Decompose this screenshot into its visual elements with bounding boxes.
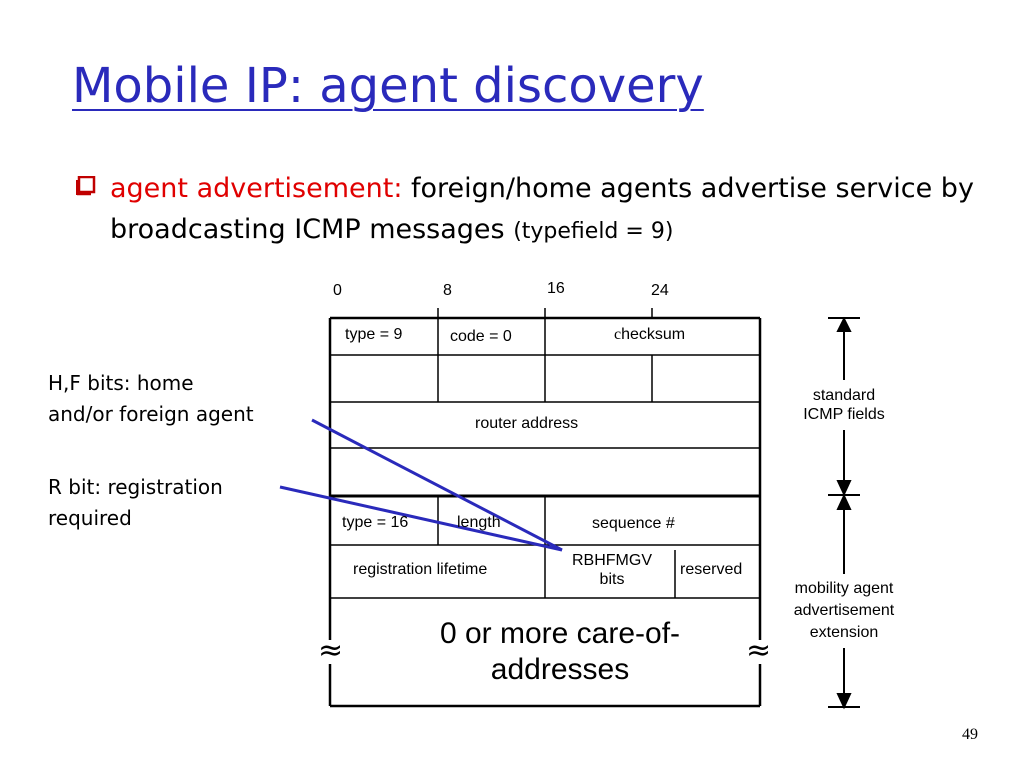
standard-icmp-label: standard ICMP fields [774, 386, 914, 424]
hf-line-1: H,F bits: home [48, 371, 194, 395]
r-bit-annotation: R bit: registration required [48, 472, 223, 534]
bits-line-1: RBHFMGV [572, 552, 652, 569]
bit-offset-24: 24 [651, 282, 669, 299]
r-pointer-line [279, 485, 563, 552]
checksum-initial: c [614, 326, 622, 343]
hf-line-2: and/or foreign agent [48, 402, 254, 426]
std-arrow-up [836, 316, 852, 332]
bit-offset-8: 8 [443, 282, 452, 299]
care-of-line-2: addresses [490, 653, 630, 686]
field-checksum: checksum [614, 326, 685, 344]
mob-line-3: extension [809, 624, 879, 641]
bullet-body: foreign/home agents advertise service by… [110, 173, 974, 245]
field-type-16: type = 16 [342, 514, 409, 531]
field-type-9: type = 9 [345, 326, 403, 343]
mob-line-1: mobility agent [794, 580, 894, 597]
field-code-0: code = 0 [450, 328, 512, 345]
mob-arrow-down [836, 693, 852, 710]
bullet-paren: (typefield = 9) [513, 219, 674, 244]
r-line-1: R bit: registration [48, 475, 223, 499]
field-rbhfmgv-bits: RBHFMGV bits [552, 551, 672, 589]
bit-offset-16: 16 [547, 280, 565, 297]
squiggle-right-icon: ≈ [746, 633, 772, 668]
bullet-text: agent advertisement: foreign/home agents… [110, 168, 1010, 252]
mob-line-2: advertisement [793, 602, 895, 619]
care-of-addresses: 0 or more care-of- addresses [410, 616, 710, 688]
field-router-address: router address [475, 415, 579, 432]
field-reserved: reserved [680, 561, 743, 578]
bullet-highlight: agent advertisement: [110, 173, 403, 204]
std-line-1: standard [812, 387, 876, 404]
r-line-2: required [48, 506, 132, 530]
field-registration-lifetime: registration lifetime [353, 561, 488, 578]
mob-arrow-up [836, 493, 852, 510]
hf-bits-annotation: H,F bits: home and/or foreign agent [48, 368, 254, 430]
checksum-rest: hecksum [621, 326, 686, 343]
squiggle-left-icon: ≈ [318, 633, 344, 668]
std-arrow-down [836, 480, 852, 497]
std-line-2: ICMP fields [803, 406, 885, 423]
page-number: 49 [962, 726, 978, 743]
care-of-line-1: 0 or more care-of- [439, 617, 681, 650]
mobility-extension-label: mobility agent advertisement extension [764, 578, 924, 644]
hf-pointer-line [311, 418, 563, 552]
checkbox-bullet-icon [76, 176, 96, 196]
page-title: Mobile IP: agent discovery [72, 58, 704, 114]
field-length: length [457, 514, 501, 531]
field-sequence: sequence # [592, 515, 675, 532]
bit-offset-0: 0 [333, 282, 342, 299]
bits-line-2: bits [599, 571, 625, 588]
